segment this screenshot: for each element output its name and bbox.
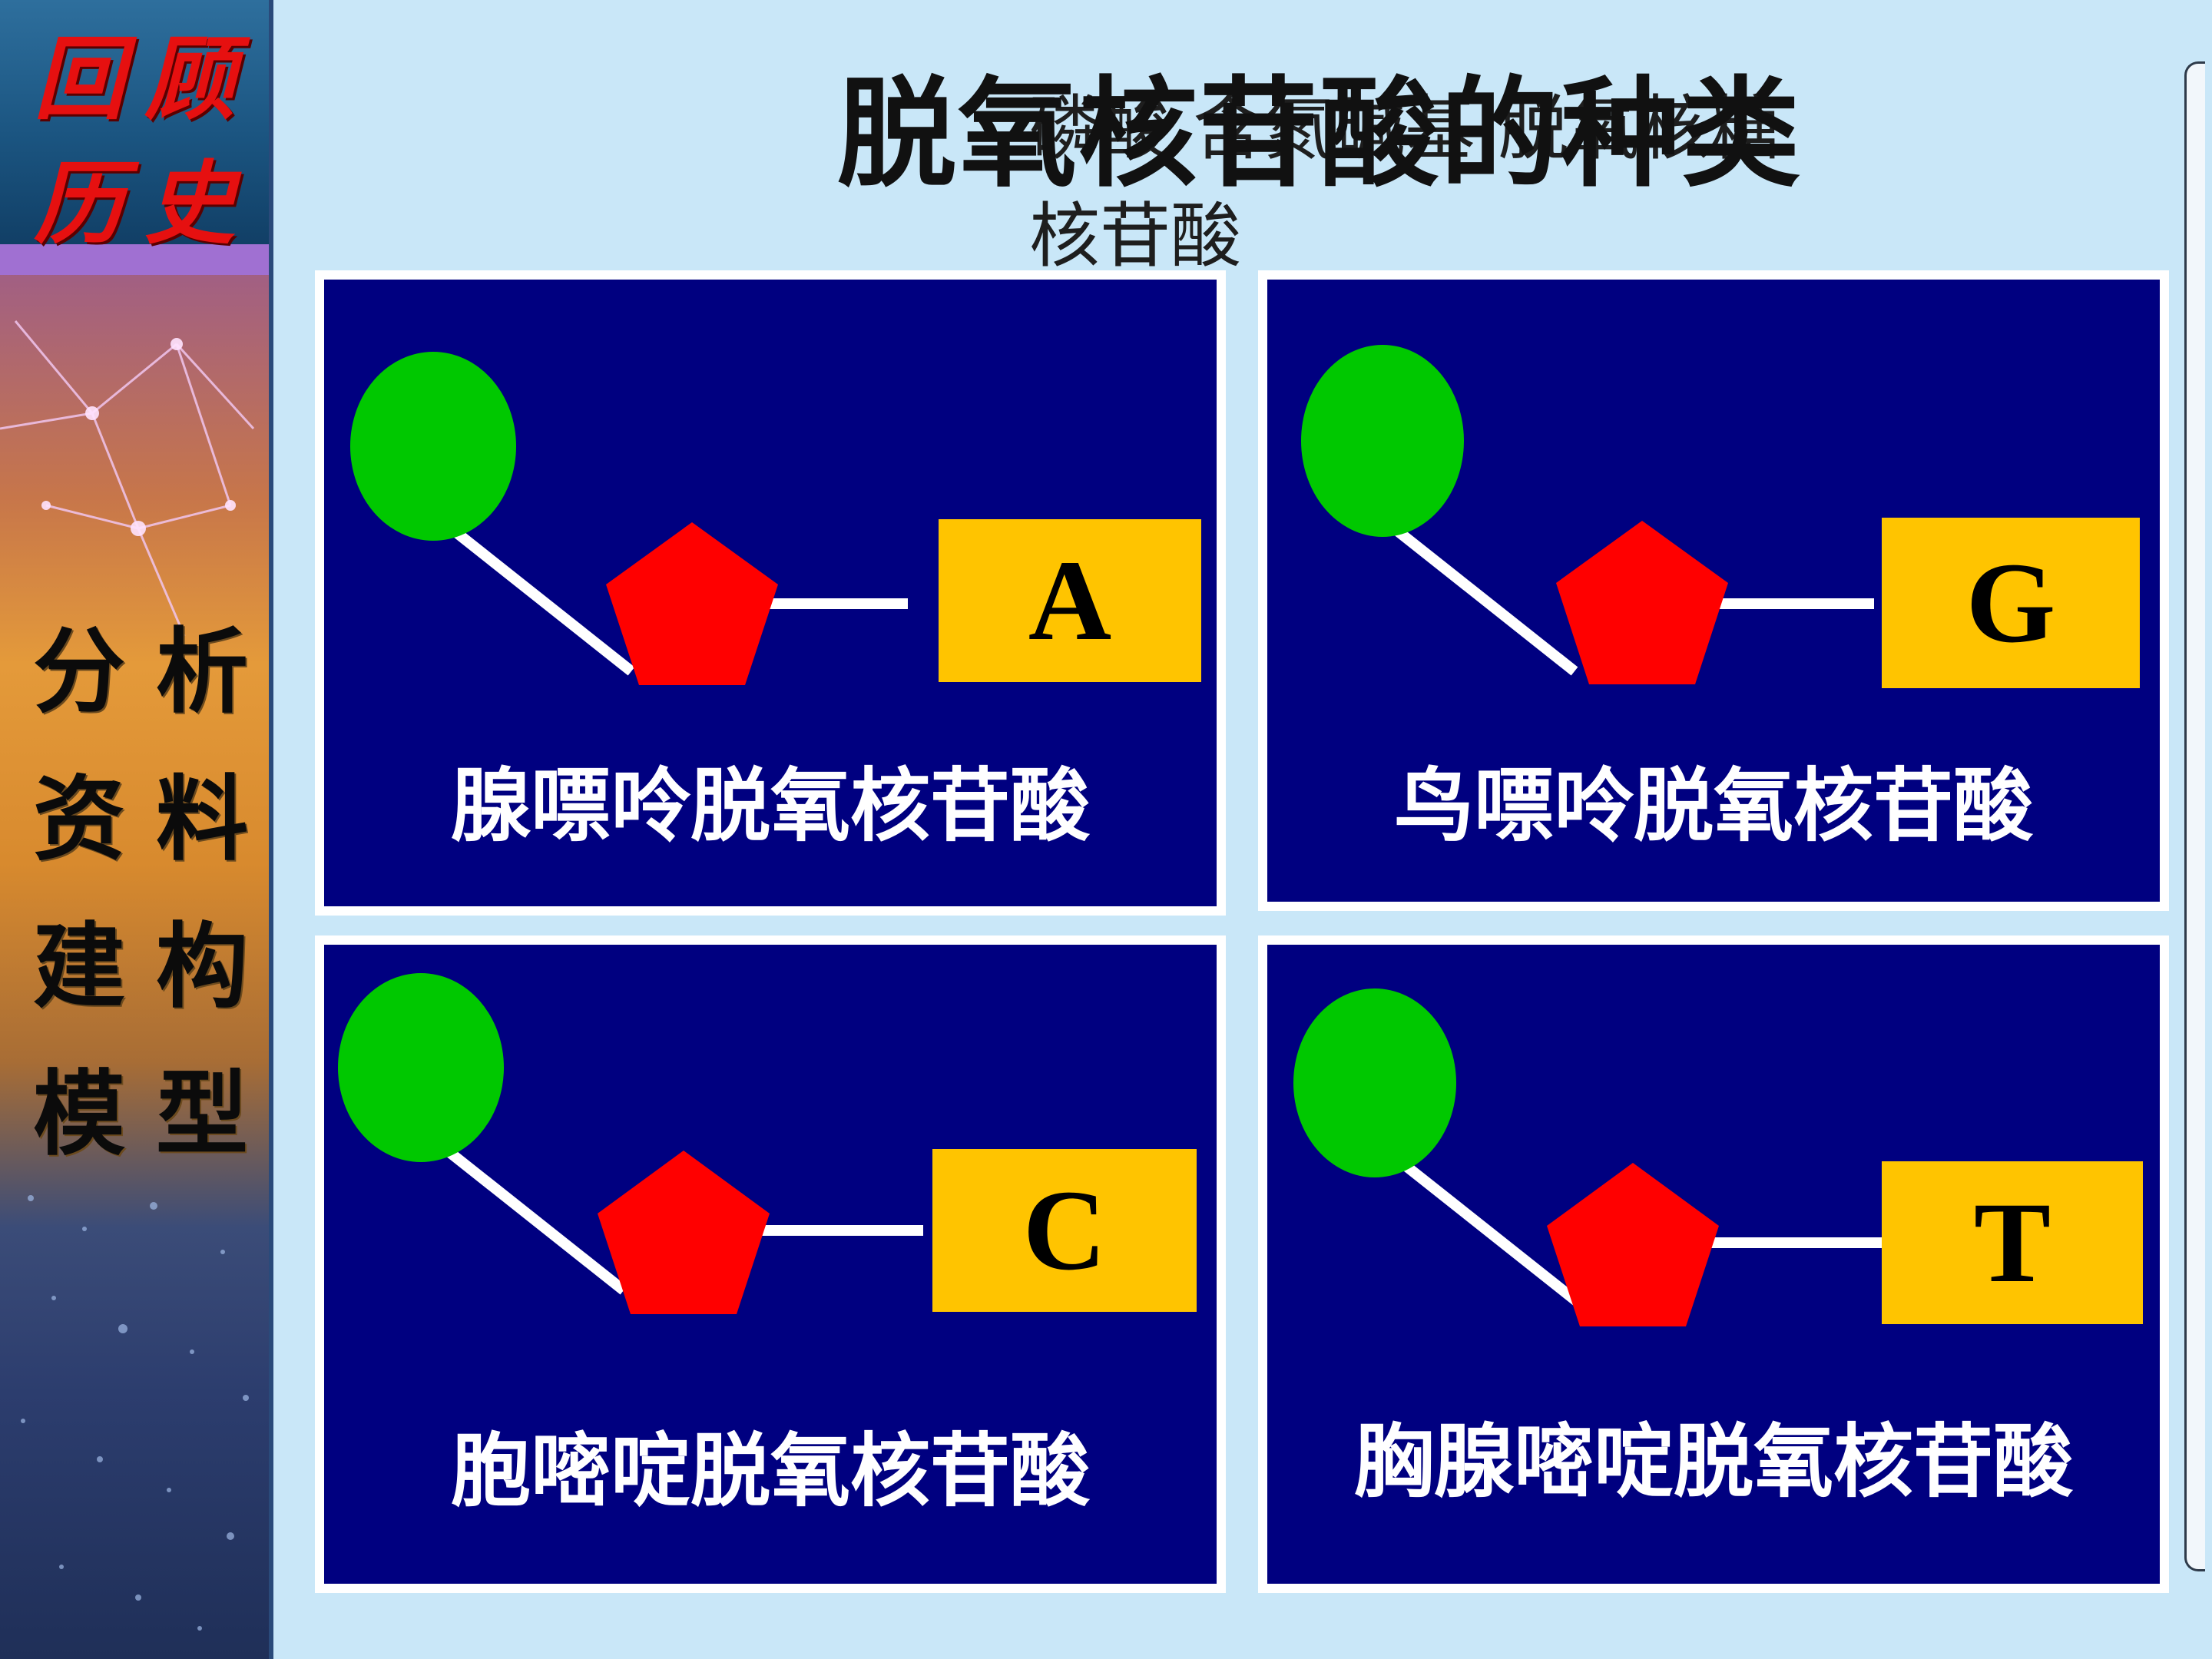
sidebar-mid-char: 析 [156, 618, 248, 726]
stars-decoration-icon [21, 1195, 249, 1631]
sidebar-mid-char: 资 [33, 765, 125, 873]
overlapping-label-text-line2: 核苷酸 [1029, 195, 1242, 277]
page-title: 脱氧核苷酸的种类 [837, 65, 1802, 204]
deoxyribose-pentagon-icon [1556, 521, 1728, 684]
phosphate-circle-icon [1293, 988, 1456, 1177]
phosphate-circle-icon [338, 973, 504, 1162]
sidebar-mid-char: 分 [33, 618, 125, 726]
nucleotide-card-cytosine: C 胞嘧啶脱氧核苷酸 [315, 935, 1226, 1593]
nucleotide-diagram [338, 973, 923, 1314]
sidebar-top-char: 史 [144, 150, 235, 257]
base-box: A [939, 519, 1201, 682]
base-box: G [1882, 518, 2140, 688]
sidebar-mid-char: 构 [156, 912, 248, 1021]
phosphate-circle-icon [1301, 345, 1464, 537]
nucleotide-diagram [1293, 988, 1889, 1326]
right-edge-panel [2184, 61, 2205, 1571]
nucleotide-label: 鸟嘌呤脱氧核苷酸 [1393, 758, 2033, 853]
sidebar-mid-char: 料 [156, 765, 248, 873]
nucleotide-label: 胞嘧啶脱氧核苷酸 [450, 1423, 1090, 1518]
deoxyribose-pentagon-icon [598, 1151, 770, 1314]
deoxyribose-pentagon-icon [606, 522, 778, 685]
sidebar-header-panel [0, 0, 269, 244]
network-decoration-icon [0, 320, 255, 637]
nucleotide-card-thymine: T 胸腺嘧啶脱氧核苷酸 [1258, 935, 2169, 1593]
sidebar-mid-char: 型 [156, 1060, 248, 1168]
nucleotide-diagram [350, 352, 908, 685]
overlapping-label-text: 磷酸 含氮碱基 脱氧核糖 [1029, 88, 1781, 170]
nucleotide-card-adenine: A 腺嘌呤脱氧核苷酸 [315, 270, 1226, 916]
nucleotide-label: 腺嘌呤脱氧核苷酸 [450, 758, 1090, 853]
sidebar-top-char: 回 [33, 25, 124, 132]
sidebar: 回 顾 历 史 分 析 资 料 建 构 模 型 [0, 0, 273, 1659]
nucleotide-card-guanine: G 鸟嘌呤脱氧核苷酸 [1258, 270, 2169, 911]
base-box: C [932, 1149, 1197, 1312]
nucleotide-diagram [1301, 345, 1874, 684]
sidebar-mid-char: 模 [33, 1060, 125, 1168]
phosphate-circle-icon [350, 352, 516, 541]
sidebar-top-char: 顾 [144, 25, 235, 132]
sidebar-top-char: 历 [33, 150, 124, 257]
deoxyribose-pentagon-icon [1547, 1163, 1719, 1326]
base-box: T [1882, 1161, 2143, 1324]
sidebar-mid-char: 建 [33, 912, 125, 1021]
sidebar-accent-band [0, 244, 269, 275]
nucleotide-label: 胸腺嘧啶脱氧核苷酸 [1353, 1414, 2073, 1508]
